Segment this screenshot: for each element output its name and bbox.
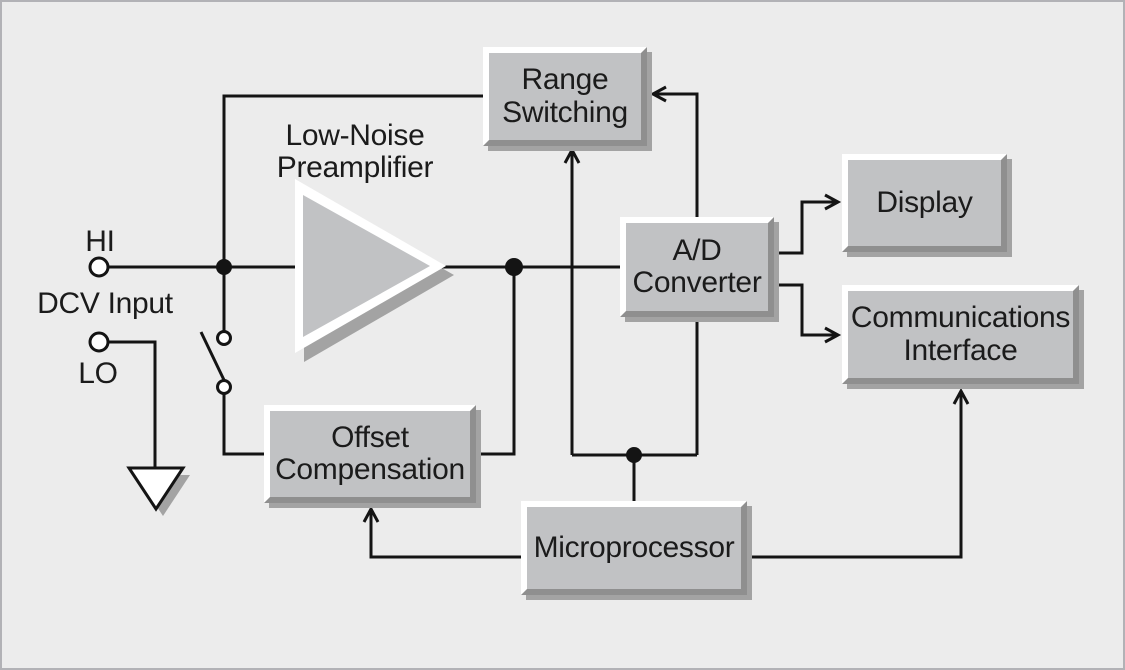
block-ad-converter-label: A/D Converter — [632, 233, 762, 299]
wire-output-to-offset — [478, 267, 516, 456]
lo-terminal-icon — [88, 331, 110, 353]
block-microprocessor: Microprocessor — [521, 501, 747, 595]
junction-dot-output — [505, 258, 523, 276]
wire-micro-to-comm — [747, 387, 970, 559]
hi-terminal-icon — [88, 256, 110, 278]
block-offset-compensation: Offset Compensation — [264, 405, 476, 503]
lo-label: LO — [78, 357, 118, 390]
wire-micro-to-offset — [362, 505, 521, 559]
wire-lo-to-ground — [108, 340, 157, 468]
wire-feedback-to-range — [222, 94, 483, 267]
ground-icon — [126, 466, 186, 512]
junction-dot-micro — [626, 447, 642, 463]
preamp-label: Low-Noise Preamplifier — [276, 119, 434, 185]
switch-icon — [199, 330, 232, 395]
block-ad-converter: A/D Converter — [620, 217, 774, 317]
hi-label: HI — [85, 225, 115, 258]
wire-switch-to-offset — [222, 394, 268, 456]
junction-dot-hi — [216, 259, 232, 275]
wires — [108, 85, 970, 559]
wire-adc-to-range-switching — [649, 85, 699, 217]
dcv-input-label: DCV Input — [37, 287, 173, 320]
block-offset-compensation-label: Offset Compensation — [275, 420, 465, 486]
block-communications-interface-label: Communications Interface — [850, 301, 1071, 367]
block-microprocessor-label: Microprocessor — [533, 530, 735, 564]
block-range-switching: Range Switching — [483, 47, 647, 146]
block-display: Display — [842, 154, 1007, 252]
wire-adc-to-display — [774, 193, 842, 255]
block-range-switching-label: Range Switching — [502, 63, 628, 129]
block-communications-interface: Communications Interface — [842, 285, 1079, 384]
wire-adc-to-comm — [774, 283, 842, 344]
block-display-label: Display — [876, 185, 973, 219]
preamp-triangle-icon — [295, 179, 446, 353]
